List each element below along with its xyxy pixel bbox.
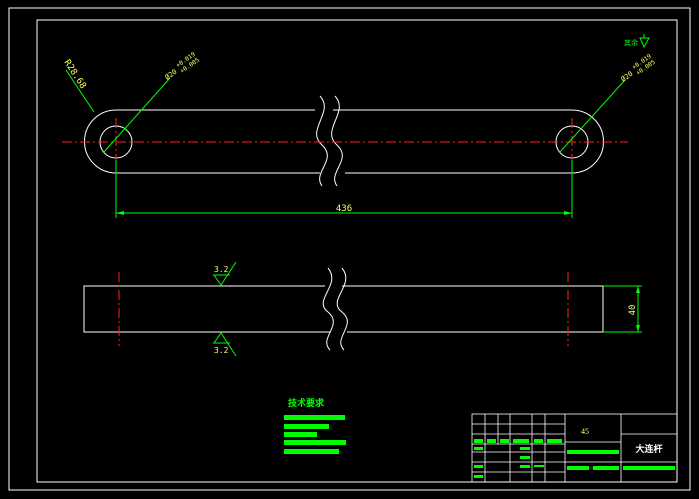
note-line-1 — [284, 415, 345, 420]
roughness-top-text: 3.2 — [214, 265, 229, 274]
outer-border — [8, 7, 691, 491]
material-text: 45 — [581, 427, 589, 436]
hole-right-leader — [559, 79, 626, 153]
roughness-corner: 其余 — [624, 34, 650, 49]
notes-heading: 技术要求 — [288, 397, 325, 409]
hole-left-leader — [103, 77, 171, 153]
note-line-2 — [284, 424, 329, 429]
title-block: 45 大连杆 — [471, 413, 678, 483]
part-name: 大连杆 — [635, 443, 662, 455]
inner-border — [36, 19, 678, 483]
length-dim-text: 436 — [336, 204, 352, 214]
roughness-corner-text: 其余 — [624, 38, 638, 47]
note-line-4 — [284, 440, 346, 445]
technical-notes: 技术要求 — [284, 397, 346, 454]
bar-outline-left — [83, 285, 330, 333]
break-line-1 — [316, 95, 328, 187]
roughness-corner-symbol — [639, 37, 650, 49]
bar-outline-right — [342, 285, 604, 333]
note-line-3 — [284, 432, 317, 437]
top-view: R28.68 Ø20 +0.019 +0.005 Ø20 +0.019 +0.0… — [61, 51, 657, 218]
break-line-3 — [322, 267, 334, 351]
break-line-2 — [331, 95, 343, 187]
note-line-5 — [284, 449, 339, 454]
roughness-symbol-bottom — [213, 332, 237, 357]
break-line-4 — [336, 267, 348, 351]
front-view: 40 3.2 3.2 — [83, 261, 642, 357]
hole-left-dia: Ø20 — [164, 68, 179, 82]
radius-label: R28.68 — [61, 58, 87, 91]
radius-leader — [65, 69, 95, 113]
roughness-bottom-text: 3.2 — [214, 346, 229, 355]
roughness-symbol-top — [213, 261, 237, 286]
height-dim-text: 40 — [628, 305, 638, 316]
hole-right-dia: Ø20 — [620, 70, 635, 84]
title-block-frame — [471, 413, 678, 483]
